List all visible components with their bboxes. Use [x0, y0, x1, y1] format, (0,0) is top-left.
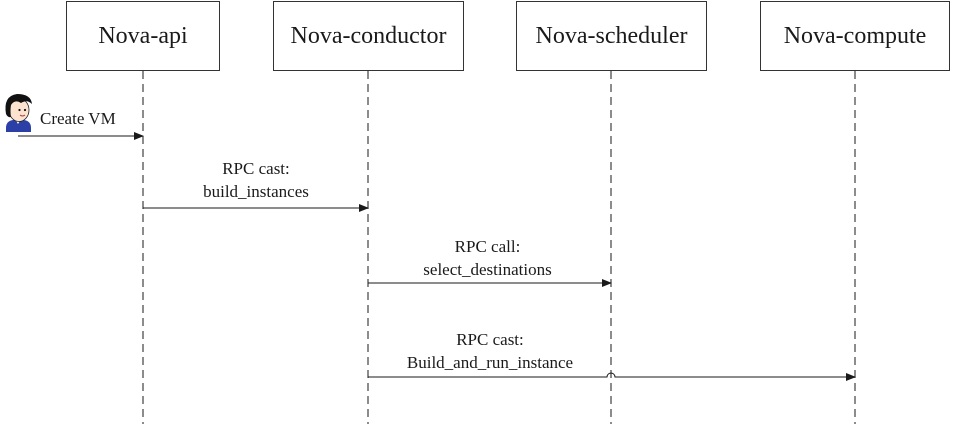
- message-line2: build_instances: [203, 182, 309, 201]
- lifeline-box-nova-compute: Nova-compute: [760, 1, 950, 71]
- message-label-select-destinations: RPC call: select_destinations: [390, 235, 585, 281]
- message-line1: Create VM: [40, 109, 116, 128]
- message-label-build-and-run-instance: RPC cast: Build_and_run_instance: [370, 328, 610, 374]
- lifeline-label-nova-compute: Nova-compute: [783, 22, 927, 49]
- message-label-create-vm: Create VM: [40, 107, 116, 130]
- message-line1: RPC call:: [454, 237, 521, 256]
- lifeline-box-nova-api: Nova-api: [66, 1, 220, 71]
- lifeline-box-nova-scheduler: Nova-scheduler: [516, 1, 707, 71]
- lifeline-label-nova-conductor: Nova-conductor: [290, 22, 447, 49]
- message-line1: RPC cast:: [222, 159, 290, 178]
- message-line1: RPC cast:: [456, 330, 524, 349]
- lifeline-label-nova-scheduler: Nova-scheduler: [535, 22, 688, 49]
- message-label-build-instances: RPC cast: build_instances: [166, 157, 346, 203]
- user-avatar-icon: [5, 94, 32, 132]
- message-line2: Build_and_run_instance: [406, 353, 574, 372]
- arrow-build-and-run-instance: [368, 372, 856, 381]
- lifeline-label-nova-api: Nova-api: [98, 22, 188, 49]
- message-line2: select_destinations: [423, 260, 552, 279]
- lifeline-box-nova-conductor: Nova-conductor: [273, 1, 464, 71]
